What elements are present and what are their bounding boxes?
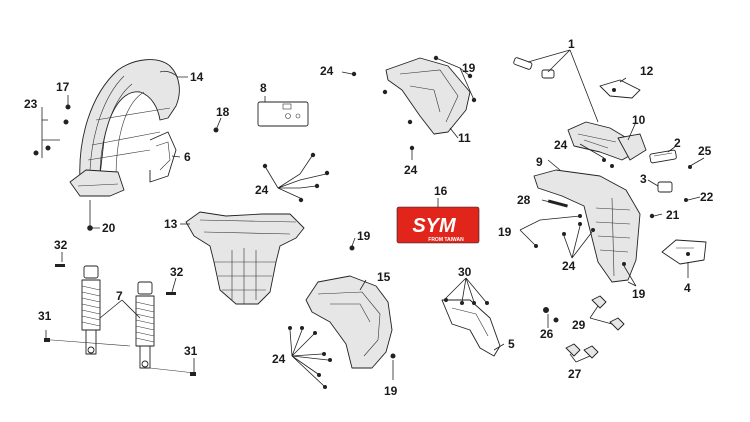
under-tray	[185, 211, 305, 305]
inner-fender	[305, 245, 396, 369]
callout-19-center: 19	[357, 229, 371, 243]
reflector-holder	[649, 145, 677, 164]
callout-24-top: 24	[320, 64, 334, 78]
splash-guard	[441, 277, 505, 357]
callout-9: 9	[536, 155, 543, 169]
license-light	[599, 77, 641, 99]
callout-7: 7	[116, 289, 123, 303]
brand-plate: SYM FROM TAIWAN	[396, 206, 480, 244]
rear-reflector	[661, 239, 707, 278]
callout-19-right: 19	[632, 287, 646, 301]
rear-fender	[69, 59, 180, 197]
callout-24-center: 24	[404, 163, 418, 177]
callout-30: 30	[458, 265, 472, 279]
callout-24-right-upper: 24	[554, 138, 568, 152]
rear-frame	[533, 169, 641, 283]
reflector-plate	[257, 101, 309, 127]
fender-bracket	[149, 131, 177, 183]
callout-20: 20	[102, 221, 116, 235]
shock-hardware	[44, 252, 197, 376]
tail-light-bracket	[567, 121, 647, 161]
callout-19-right-upper: 19	[498, 225, 512, 239]
callout-23: 23	[24, 97, 38, 111]
callout-5: 5	[508, 337, 515, 351]
callout-2: 2	[674, 136, 681, 150]
callout-31-left: 31	[38, 309, 52, 323]
turn-signal-bracket	[647, 179, 673, 193]
bolt-cluster-center-left	[262, 152, 330, 203]
callout-19-top: 19	[462, 61, 476, 75]
callout-labels: 1 2 3 4 5 6 7 8 9 10 11 12 13 14 15 16 1…	[24, 37, 714, 398]
callout-1: 1	[568, 37, 575, 51]
callout-10: 10	[632, 113, 646, 127]
brand-tagline: FROM TAIWAN	[428, 237, 464, 243]
callout-24-right-lower: 24	[562, 259, 576, 273]
callout-22: 22	[700, 190, 714, 204]
fender-bolts	[33, 104, 219, 231]
callout-18: 18	[216, 105, 230, 119]
callout-19-bottom: 19	[384, 384, 398, 398]
shock-absorber-right	[135, 281, 155, 369]
callout-21: 21	[666, 208, 680, 222]
callout-28: 28	[517, 193, 531, 207]
callout-25: 25	[698, 144, 712, 158]
callout-6: 6	[184, 150, 191, 164]
rear-side-bolts	[541, 143, 705, 219]
callout-4: 4	[684, 281, 691, 295]
callout-14: 14	[190, 70, 204, 84]
callout-15: 15	[377, 270, 391, 284]
callout-27: 27	[568, 367, 582, 381]
callout-32-right: 32	[170, 265, 184, 279]
callout-29: 29	[572, 318, 586, 332]
callout-24-bottom: 24	[272, 352, 286, 366]
inner-fender-leaders	[288, 237, 394, 389]
callout-13: 13	[164, 217, 178, 231]
fender-leaders	[41, 70, 222, 229]
callout-26: 26	[540, 327, 554, 341]
callout-11: 11	[458, 131, 471, 145]
shock-absorber-left	[81, 265, 101, 355]
callout-8: 8	[260, 81, 267, 95]
callout-12: 12	[640, 64, 654, 78]
callout-24-center-left: 24	[255, 183, 269, 197]
rear-frame-leaders	[519, 121, 637, 287]
callout-17: 17	[56, 80, 70, 94]
brand-logo: SYM	[412, 215, 457, 237]
callout-16: 16	[434, 184, 448, 198]
callout-31-right: 31	[184, 344, 198, 358]
small-fasteners	[543, 295, 625, 363]
callout-32-left: 32	[54, 238, 68, 252]
upper-bracket-leaders	[341, 57, 475, 160]
rubber-grommet	[513, 49, 599, 123]
callout-3: 3	[640, 172, 647, 186]
